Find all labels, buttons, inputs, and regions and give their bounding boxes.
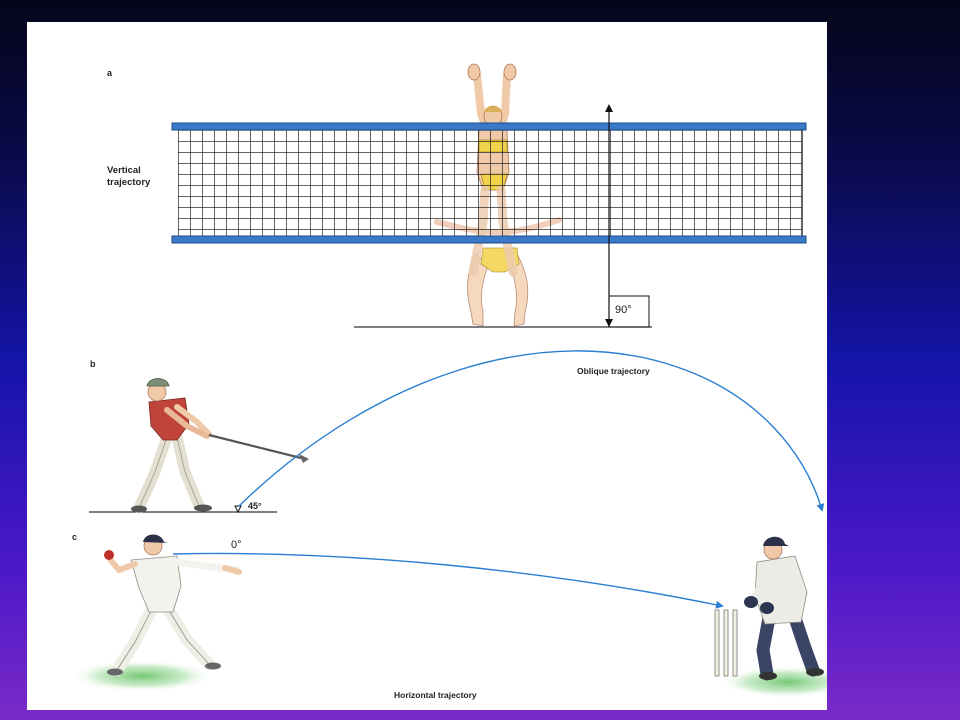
grass-patch-keeper: [719, 666, 827, 698]
panel-b-golf: [89, 350, 825, 514]
golfer: [131, 378, 309, 514]
oblique-trajectory-label: Oblique trajectory: [577, 366, 650, 376]
vertical-trajectory-label: Vertical trajectory: [107, 165, 150, 189]
angle-box-90: [608, 295, 650, 328]
horizontal-trajectory-arrow: [172, 552, 724, 609]
panel-c-cricket: [70, 534, 827, 698]
wicket-keeper: [744, 536, 824, 681]
net-bottom-band: [171, 235, 807, 244]
horizontal-trajectory-label: Horizontal trajectory: [394, 690, 477, 700]
panel-letter-c: c: [72, 532, 78, 542]
panel-letter-b: b: [90, 359, 96, 369]
slide-panel: a b c Vertical trajectory 90° Oblique tr…: [27, 22, 827, 710]
trajectory-illustration: [70, 63, 827, 698]
golf-club: [208, 433, 302, 460]
angle-label-45: 45°: [248, 501, 262, 511]
cricket-stumps: [714, 609, 738, 677]
cricket-ball: [104, 550, 114, 560]
grass-patch-bowler: [70, 660, 214, 692]
angle-label-90: 90°: [615, 304, 632, 316]
panel-letter-a: a: [107, 68, 113, 78]
panel-a-volleyball: [171, 63, 807, 328]
net-top-band: [171, 122, 807, 131]
angle-label-0: 0°: [231, 539, 242, 551]
vertical-label-line2: trajectory: [107, 177, 151, 188]
cricket-bowler: [104, 534, 242, 676]
oblique-trajectory-arrow: [238, 350, 825, 512]
vertical-label-line1: Vertical: [107, 165, 141, 176]
golf-tee-marker: [234, 505, 242, 514]
volleyball-net-mesh: [178, 130, 802, 240]
